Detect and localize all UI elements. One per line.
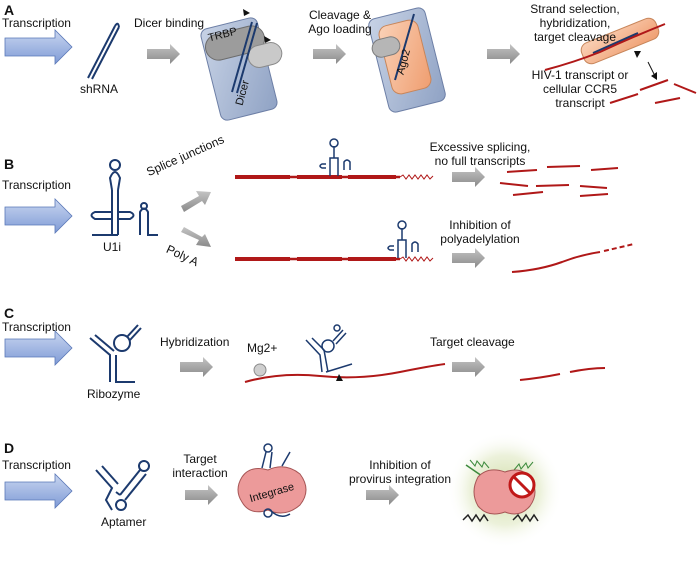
polya-line-2: polyadelylation	[440, 232, 520, 246]
ribozyme-label: Ribozyme	[87, 387, 141, 401]
strand-selection-label: Strand selection, hybridization, target …	[520, 2, 630, 44]
panel-d-graphics	[4, 432, 563, 548]
process-arrow-a3	[487, 44, 520, 64]
process-arrow-c1	[180, 357, 213, 377]
transcription-label-c: Transcription	[2, 320, 71, 334]
process-arrow-d2	[366, 485, 399, 505]
splicing-line-2: no full transcripts	[434, 154, 526, 168]
target-transcript-label: HIV-1 transcript or cellular CCR5 transc…	[520, 68, 640, 110]
ribozyme-hybridized	[244, 324, 446, 383]
process-arrow-b2	[181, 227, 211, 247]
panel-a-graphics	[4, 7, 697, 121]
transcription-label-d: Transcription	[2, 458, 71, 472]
dicer-binding-label: Dicer binding	[134, 16, 205, 30]
polyadenylation-label: Inhibition of polyadelylation	[425, 218, 535, 246]
interaction-line-1: Target	[183, 452, 217, 466]
shrna-label: shRNA	[80, 82, 119, 96]
cleavage-loading-label: Cleavage & Ago loading	[300, 8, 380, 36]
strand-line-1: Strand selection,	[530, 2, 620, 16]
transcription-arrow-d	[4, 473, 73, 509]
aptamer-label: Aptamer	[101, 515, 147, 529]
mg-ion	[253, 363, 267, 377]
ribozyme-structure	[89, 324, 142, 383]
panel-c-graphics	[4, 324, 606, 383]
process-arrow-b4	[452, 248, 485, 268]
integrase-blocked	[447, 432, 563, 548]
strand-line-2: hybridization,	[539, 16, 611, 30]
aptamer-structure	[95, 460, 150, 511]
panel-label-a: A	[4, 2, 15, 18]
hybridization-label: Hybridization	[160, 335, 230, 349]
transcription-arrow-b	[4, 198, 73, 234]
pre-mrna-polya	[235, 220, 635, 273]
process-arrow-d1	[185, 485, 218, 505]
transcription-label-b: Transcription	[2, 178, 71, 192]
provirus-line-1: Inhibition of	[369, 458, 431, 472]
strand-line-3: target cleavage	[533, 30, 617, 44]
provirus-inhibition-label: Inhibition of provirus integration	[335, 458, 465, 486]
target-cleavage-label: Target cleavage	[430, 335, 515, 349]
target-line-3: transcript	[555, 96, 605, 110]
u1i-structure	[90, 159, 158, 236]
process-arrow-b1	[181, 191, 211, 212]
integrase-bound	[237, 443, 307, 518]
process-arrow-a1	[147, 44, 180, 64]
ago2-target-cleavage	[544, 17, 697, 104]
mg-label: Mg2+	[247, 341, 278, 355]
provirus-line-2: provirus integration	[348, 472, 452, 486]
process-arrow-b3	[452, 167, 485, 187]
panel-label-c: C	[4, 305, 15, 321]
target-line-1: HIV-1 transcript or	[531, 68, 629, 82]
shrna-hairpin	[87, 22, 120, 80]
excessive-splicing-label: Excessive splicing, no full transcripts	[415, 140, 545, 168]
target-interaction-label: Target interaction	[170, 452, 230, 480]
transcription-arrow-a	[4, 29, 73, 65]
interaction-line-2: interaction	[172, 466, 228, 480]
panel-b-graphics	[4, 138, 635, 273]
splicing-line-1: Excessive splicing,	[429, 140, 531, 154]
panel-label-b: B	[4, 156, 15, 172]
cleavage-line-1: Cleavage &	[308, 8, 372, 22]
ago2-complex	[368, 7, 446, 113]
target-line-2: cellular CCR5	[542, 82, 618, 96]
transcription-label-a: Transcription	[2, 16, 71, 30]
cleavage-line-2: Ago loading	[308, 22, 372, 36]
process-arrow-c2	[452, 357, 485, 377]
pre-mrna-splice	[235, 138, 619, 197]
cleaved-rna-c	[519, 367, 606, 381]
u1i-label: U1i	[103, 240, 122, 254]
transcription-arrow-c	[4, 330, 73, 366]
panel-label-d: D	[4, 440, 15, 456]
dicer-complex	[200, 9, 283, 121]
polya-line-1: Inhibition of	[449, 218, 511, 232]
process-arrow-a2	[313, 44, 346, 64]
no-entry-icon	[508, 471, 536, 499]
